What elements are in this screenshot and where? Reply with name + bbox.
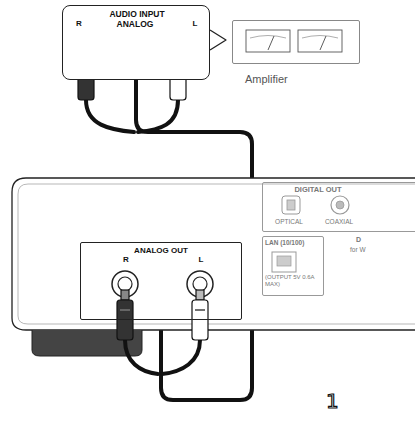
player-body bbox=[12, 178, 415, 330]
digital-out-panel: DIGITAL OUT OPTICAL COAXIAL bbox=[262, 182, 415, 232]
panel-label: L bbox=[194, 256, 208, 265]
callout-number: 1 bbox=[326, 390, 339, 412]
lan-port bbox=[272, 252, 296, 272]
amplifier-meters bbox=[246, 30, 342, 52]
panel-label: COAXIAL bbox=[315, 218, 363, 225]
amplifier-box: Amplifier bbox=[232, 20, 360, 64]
plug-wires bbox=[86, 100, 200, 374]
player-inner-edge bbox=[18, 184, 415, 324]
panel-label: R bbox=[119, 256, 133, 265]
rca-plugs-output bbox=[117, 290, 208, 340]
panel-heading: DIGITAL OUT bbox=[263, 186, 373, 194]
panel-text: D bbox=[356, 236, 361, 244]
panel-heading: Amplifier bbox=[245, 73, 355, 85]
lan-panel: LAN (10/100) (OUTPUT 5V 0.6A MAX) bbox=[262, 236, 324, 296]
panel-label: (OUTPUT 5V 0.6A MAX) bbox=[265, 274, 321, 287]
analog-out-panel: ANALOG OUTR L bbox=[80, 242, 242, 320]
panel-label: R bbox=[71, 20, 87, 29]
panel-heading: AUDIO INPUT bbox=[63, 10, 211, 19]
digital-ports bbox=[282, 196, 349, 214]
panel-heading: LAN (10/100) bbox=[265, 239, 323, 246]
callout-pointer bbox=[210, 30, 226, 50]
panel-label: OPTICAL bbox=[267, 218, 311, 225]
panel-text: for W bbox=[350, 246, 366, 253]
panel-heading: ANALOG OUT bbox=[81, 247, 241, 256]
panel-label: L bbox=[187, 20, 203, 29]
input-panel-callout: AUDIO INPUTR ANALOG L bbox=[62, 5, 210, 80]
panel-label: ANALOG bbox=[107, 20, 163, 29]
